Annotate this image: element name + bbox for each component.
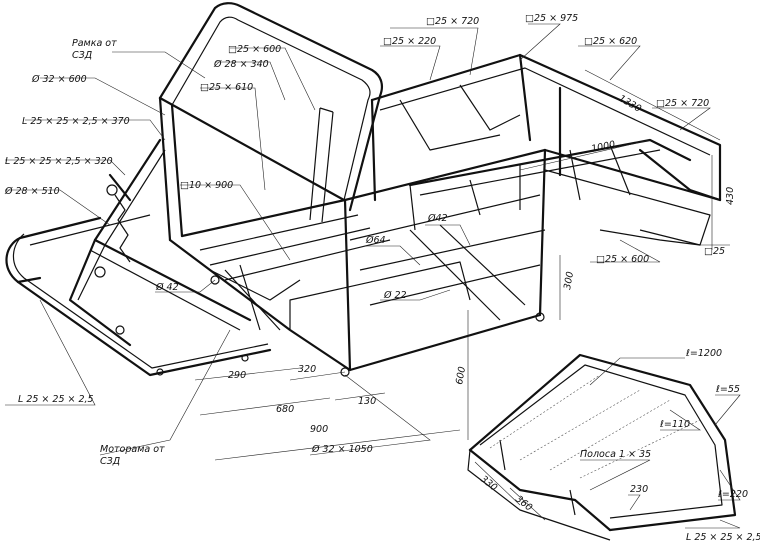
label-motorama-2: СЗД [100, 456, 120, 467]
label-l25-tray: L 25 × 25 × 2,5 [686, 532, 760, 543]
label-sq25x620: □25 × 620 [584, 36, 637, 47]
label-sq10x900: □10 × 900 [180, 180, 233, 191]
label-1330: 1330 [617, 93, 643, 115]
label-d32x600: Ø 32 × 600 [31, 74, 87, 85]
label-sq25x720-top: □25 × 720 [426, 16, 479, 27]
label-ramka: Рамка от [72, 38, 117, 49]
label-l110: ℓ=110 [660, 419, 690, 430]
label-l25-bottom: L 25 × 25 × 2,5 [18, 394, 94, 405]
label-sq25x720-right: □25 × 720 [656, 98, 709, 109]
label-d28x340: Ø 28 × 340 [213, 59, 269, 70]
label-l55: ℓ=55 [716, 384, 740, 395]
label-polosa: Полоса 1 × 35 [580, 449, 651, 460]
label-sq25: □25 [704, 246, 725, 257]
label-320: 320 [298, 364, 316, 375]
label-d22: Ø 22 [383, 290, 407, 301]
label-600: 600 [454, 366, 468, 386]
label-d32x1050: Ø 32 × 1050 [311, 444, 373, 455]
label-d42-b: Ø 42 [155, 282, 179, 293]
label-sq25x600-a: □25 × 600 [228, 44, 281, 55]
label-l1200: ℓ=1200 [686, 348, 722, 359]
label-sq25x220: □25 × 220 [383, 36, 436, 47]
label-sq25x600-b: □25 × 600 [596, 254, 649, 265]
label-ramka-2: СЗД [72, 50, 92, 61]
label-290: 290 [228, 370, 246, 381]
label-360: 360 [513, 494, 534, 514]
label-l25-320: L 25 × 25 × 2,5 × 320 [5, 156, 113, 167]
label-d28x510: Ø 28 × 510 [4, 186, 60, 197]
dimension-lines [5, 23, 741, 529]
label-230: 230 [630, 484, 648, 495]
label-d64: Ø64 [365, 235, 386, 246]
label-300: 300 [562, 271, 576, 291]
label-1000: 1000 [590, 139, 616, 155]
frame-structure [5, 2, 722, 377]
label-130: 130 [358, 396, 376, 407]
label-l25-370: L 25 × 25 × 2,5 × 370 [22, 116, 130, 127]
label-680: 680 [276, 404, 294, 415]
seat-tray [467, 353, 737, 541]
label-l220: ℓ=220 [718, 489, 748, 500]
label-sq25x610: □25 × 610 [200, 82, 253, 93]
label-sq25x975: □25 × 975 [525, 13, 578, 24]
label-900: 900 [310, 424, 328, 435]
label-d42-a: Ø42 [427, 213, 448, 224]
label-330: 330 [478, 474, 499, 494]
label-motorama: Моторама от [100, 444, 165, 455]
label-430: 430 [725, 187, 736, 205]
